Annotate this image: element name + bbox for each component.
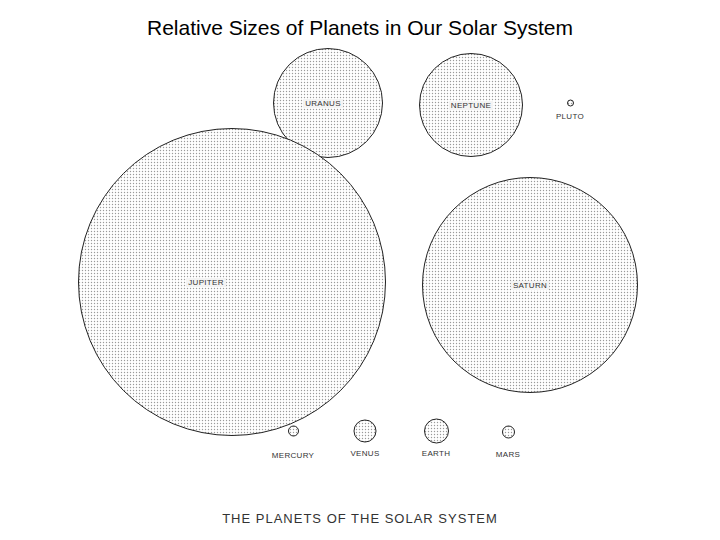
planet-disc — [567, 100, 573, 106]
planet-disc — [424, 419, 448, 443]
planet-circle — [492, 425, 525, 439]
planet: EARTH — [418, 418, 455, 460]
planet-name: NEPTUNE — [449, 101, 493, 110]
planet-circle — [78, 128, 386, 436]
diagram-caption: THE PLANETS OF THE SOLAR SYSTEM — [0, 511, 720, 526]
planet-circle — [418, 418, 455, 444]
planet-circle — [346, 419, 384, 443]
planet-name: JUPITER — [186, 278, 225, 287]
planet-name: MARS — [496, 450, 520, 459]
diagram-title: Relative Sizes of Planets in Our Solar S… — [0, 16, 720, 40]
planet: NEPTUNE — [419, 53, 523, 157]
planet-name: SATURN — [511, 281, 549, 290]
planet-name: VENUS — [350, 449, 379, 458]
planet-name: PLUTO — [556, 112, 584, 121]
planet-name: EARTH — [422, 449, 450, 458]
planet: JUPITER — [78, 128, 386, 436]
planet-name: MERCURY — [272, 451, 314, 460]
planet-disc — [354, 420, 376, 442]
planet-disc — [288, 426, 298, 436]
planet-circle — [552, 99, 589, 107]
planet-disc — [79, 129, 386, 436]
planet: SATURN — [422, 177, 638, 393]
planet-name: URANUS — [303, 99, 343, 108]
planet: MERCURY — [268, 425, 319, 462]
planet-circle — [268, 425, 319, 437]
planet-disc — [502, 426, 514, 438]
planet-disc — [423, 178, 638, 393]
planet: VENUS — [346, 419, 384, 460]
planet: PLUTO — [552, 99, 589, 123]
planet-disc — [420, 54, 523, 157]
planet: MARS — [492, 425, 525, 461]
